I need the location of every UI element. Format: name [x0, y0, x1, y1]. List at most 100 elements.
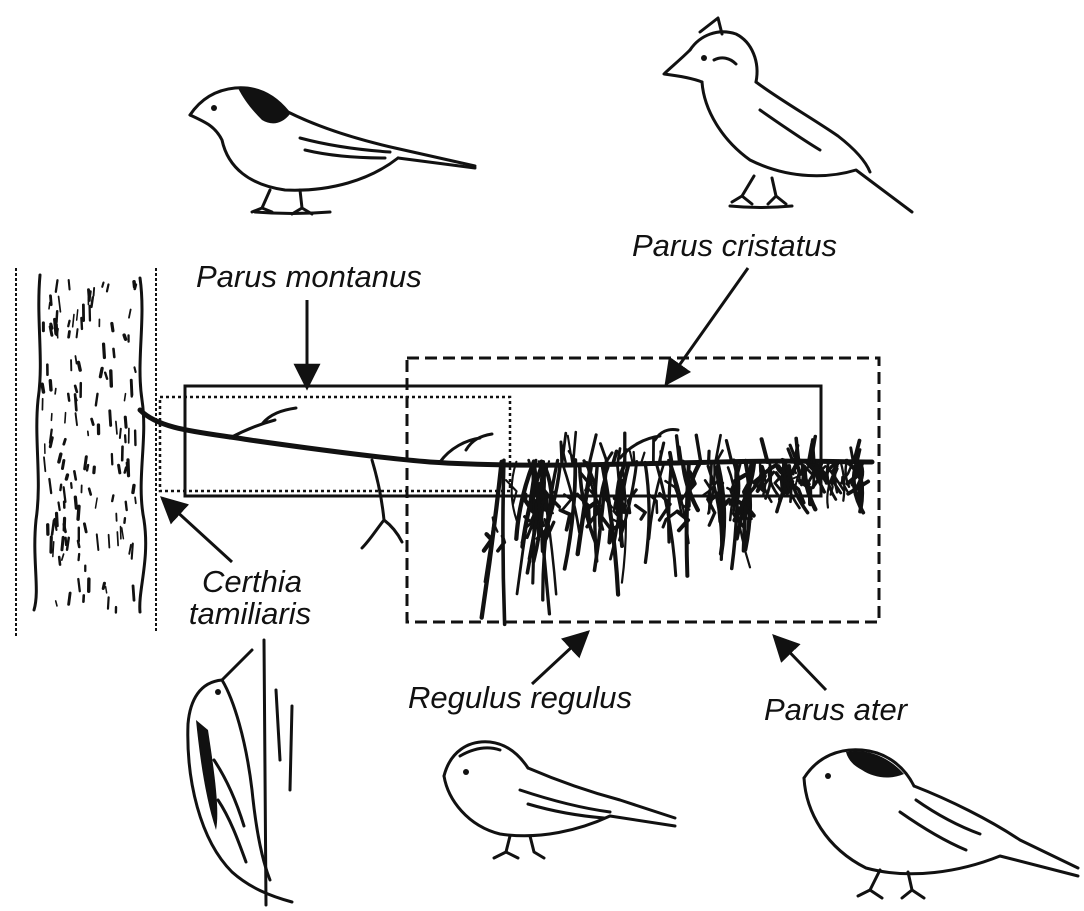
bark-mark: [60, 485, 61, 490]
bark-mark: [55, 319, 56, 333]
arrow-parus-ater: [774, 636, 826, 690]
bark-mark: [132, 544, 133, 559]
bark-mark: [131, 380, 132, 395]
bark-mark: [62, 461, 63, 469]
bird-certhia-illustration: [188, 640, 292, 905]
bark-mark: [75, 386, 77, 392]
bark-mark: [125, 417, 126, 427]
bark-mark: [129, 545, 131, 554]
label-parus-montanus: Parus montanus: [196, 259, 422, 294]
bark-mark: [75, 497, 76, 508]
bark-mark: [73, 315, 74, 327]
bark-mark: [104, 344, 105, 357]
bark-mark: [49, 479, 51, 493]
bark-mark: [56, 601, 57, 606]
bark-mark: [59, 454, 61, 462]
bird-parus-montanus-illustration: [190, 88, 475, 214]
foliage-needle: [696, 435, 700, 462]
bark-mark: [49, 303, 50, 309]
bark-mark: [64, 487, 66, 502]
bark-mark: [76, 413, 77, 425]
foliage-needle: [600, 444, 607, 462]
arrow-parus-cristatus: [666, 268, 748, 384]
foliage-twig: [485, 464, 503, 582]
label-certhia-line2: tamiliaris: [189, 596, 311, 631]
foliage-needle: [561, 442, 562, 462]
foliage-needle: [670, 453, 672, 462]
bark-texture: [42, 280, 136, 612]
bark-mark: [95, 498, 97, 508]
bark-mark: [112, 324, 113, 331]
bark-mark: [68, 321, 69, 326]
bark-mark: [110, 411, 111, 425]
bark-mark: [96, 394, 98, 406]
bark-mark: [113, 349, 114, 357]
foliage-needle: [642, 453, 645, 462]
bark-mark: [78, 362, 80, 370]
foliage-needle: [606, 453, 612, 462]
bark-mark: [112, 495, 113, 501]
bark-mark: [51, 324, 52, 328]
bark-mark: [66, 475, 67, 479]
bark-mark: [62, 537, 63, 549]
foliage-twig: [677, 464, 688, 575]
bark-mark: [59, 297, 61, 312]
label-regulus-regulus: Regulus regulus: [408, 680, 632, 715]
bark-mark: [134, 282, 135, 287]
bark-mark: [78, 579, 79, 591]
bark-mark: [106, 587, 107, 593]
bark-mark: [125, 468, 126, 473]
foliage-needle: [573, 432, 576, 462]
bark-mark: [92, 419, 94, 424]
foliage-needle: [590, 435, 596, 462]
bark-mark: [71, 483, 72, 488]
bark-mark: [57, 324, 58, 338]
bird-regulus-illustration: [444, 742, 675, 858]
bark-mark: [53, 542, 54, 557]
bark-mark: [87, 465, 88, 470]
bark-mark: [55, 389, 56, 394]
bark-mark: [75, 394, 76, 410]
bark-mark: [75, 356, 76, 364]
bark-mark: [117, 532, 118, 546]
bird-parus-ater-illustration: [804, 750, 1078, 898]
bark-mark: [59, 557, 60, 565]
bark-mark: [127, 463, 128, 473]
bark-mark: [81, 318, 82, 329]
label-parus-cristatus: Parus cristatus: [632, 228, 837, 263]
bark-mark: [42, 384, 43, 392]
bark-mark: [78, 541, 79, 547]
bark-mark: [124, 394, 125, 401]
bark-mark: [94, 288, 95, 296]
bark-mark: [69, 280, 70, 289]
bark-mark: [135, 497, 136, 503]
bark-mark: [91, 297, 92, 307]
bark-mark: [107, 284, 109, 291]
foliage-needle: [659, 443, 663, 462]
arrow-regulus-regulus: [532, 632, 588, 684]
bark-mark: [124, 335, 125, 339]
foliage-needle: [762, 439, 768, 462]
bark-mark: [69, 593, 70, 604]
bark-mark: [134, 367, 135, 372]
bark-mark: [133, 485, 134, 492]
foliage-needle: [677, 436, 680, 462]
foliage-needle: [568, 436, 572, 462]
bark-mark: [100, 368, 102, 376]
bark-mark: [120, 429, 121, 438]
label-certhia-line1: Certhia: [202, 564, 302, 599]
bark-mark: [126, 502, 127, 510]
bark-mark: [109, 535, 110, 548]
bark-mark: [111, 371, 112, 386]
bark-mark: [74, 471, 75, 479]
bark-mark: [50, 381, 51, 390]
arrow-certhia: [162, 498, 232, 562]
bark-mark: [62, 554, 64, 560]
bark-mark: [56, 311, 57, 322]
foliage-needle: [630, 451, 633, 462]
bark-mark: [79, 554, 80, 560]
zone-certhia: [160, 397, 510, 491]
bark-mark: [108, 597, 109, 608]
bark-mark: [77, 329, 78, 337]
